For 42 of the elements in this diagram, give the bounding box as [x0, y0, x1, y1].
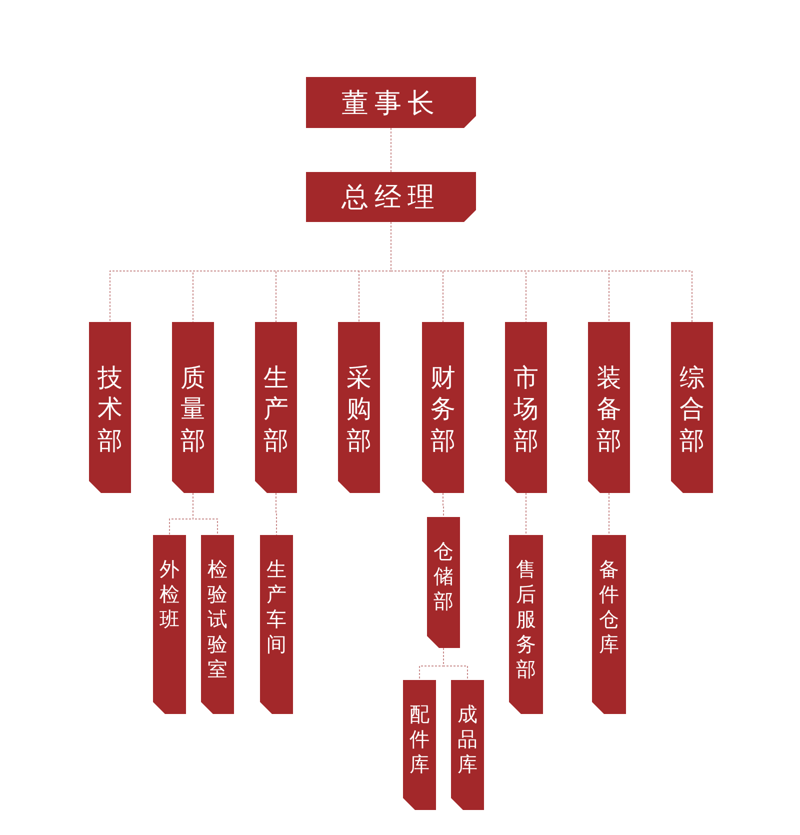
node-label: 生产车间: [266, 557, 286, 657]
node-label: 配件库: [410, 702, 430, 777]
connector-line: [442, 492, 444, 518]
node-label: 综合部: [680, 362, 704, 456]
connector-line: [608, 492, 610, 536]
title-box: [306, 172, 476, 222]
department-box: [427, 517, 460, 648]
department-box: [255, 322, 297, 493]
node-label: 市场部: [514, 362, 538, 456]
node-label: 售后服务部: [516, 557, 536, 682]
node-label: 仓储部: [434, 539, 454, 614]
department-box: [172, 322, 214, 493]
department-box: [89, 322, 131, 493]
node-label: 总经理: [342, 181, 440, 215]
connector-line: [276, 492, 277, 536]
department-box: [153, 535, 186, 714]
title-box: [306, 77, 476, 128]
department-box: [509, 535, 543, 714]
department-box: [451, 680, 484, 810]
node-label: 成品库: [458, 702, 478, 777]
department-box: [201, 535, 234, 714]
node-label: 外检班: [160, 557, 180, 632]
node-label: 质量部: [180, 362, 206, 456]
department-box: [588, 322, 630, 493]
department-box: [592, 535, 626, 714]
node-label: 生产部: [264, 362, 288, 456]
node-label: 装备部: [596, 362, 622, 456]
node-label: 董事长: [342, 86, 440, 120]
node-label: 财务部: [430, 362, 456, 456]
node-label: 备件仓库: [599, 557, 619, 657]
department-box: [505, 322, 547, 493]
department-box: [338, 322, 380, 493]
connector-line: [192, 492, 218, 536]
department-box: [403, 680, 436, 810]
connector-line: [443, 648, 468, 680]
node-label: 采购部: [346, 362, 372, 456]
department-box: [260, 535, 293, 714]
node-label: 技术部: [98, 362, 122, 456]
department-box: [422, 322, 464, 493]
department-box: [671, 322, 713, 493]
connector-line: [390, 128, 392, 172]
node-label: 检验试验室: [208, 557, 228, 682]
